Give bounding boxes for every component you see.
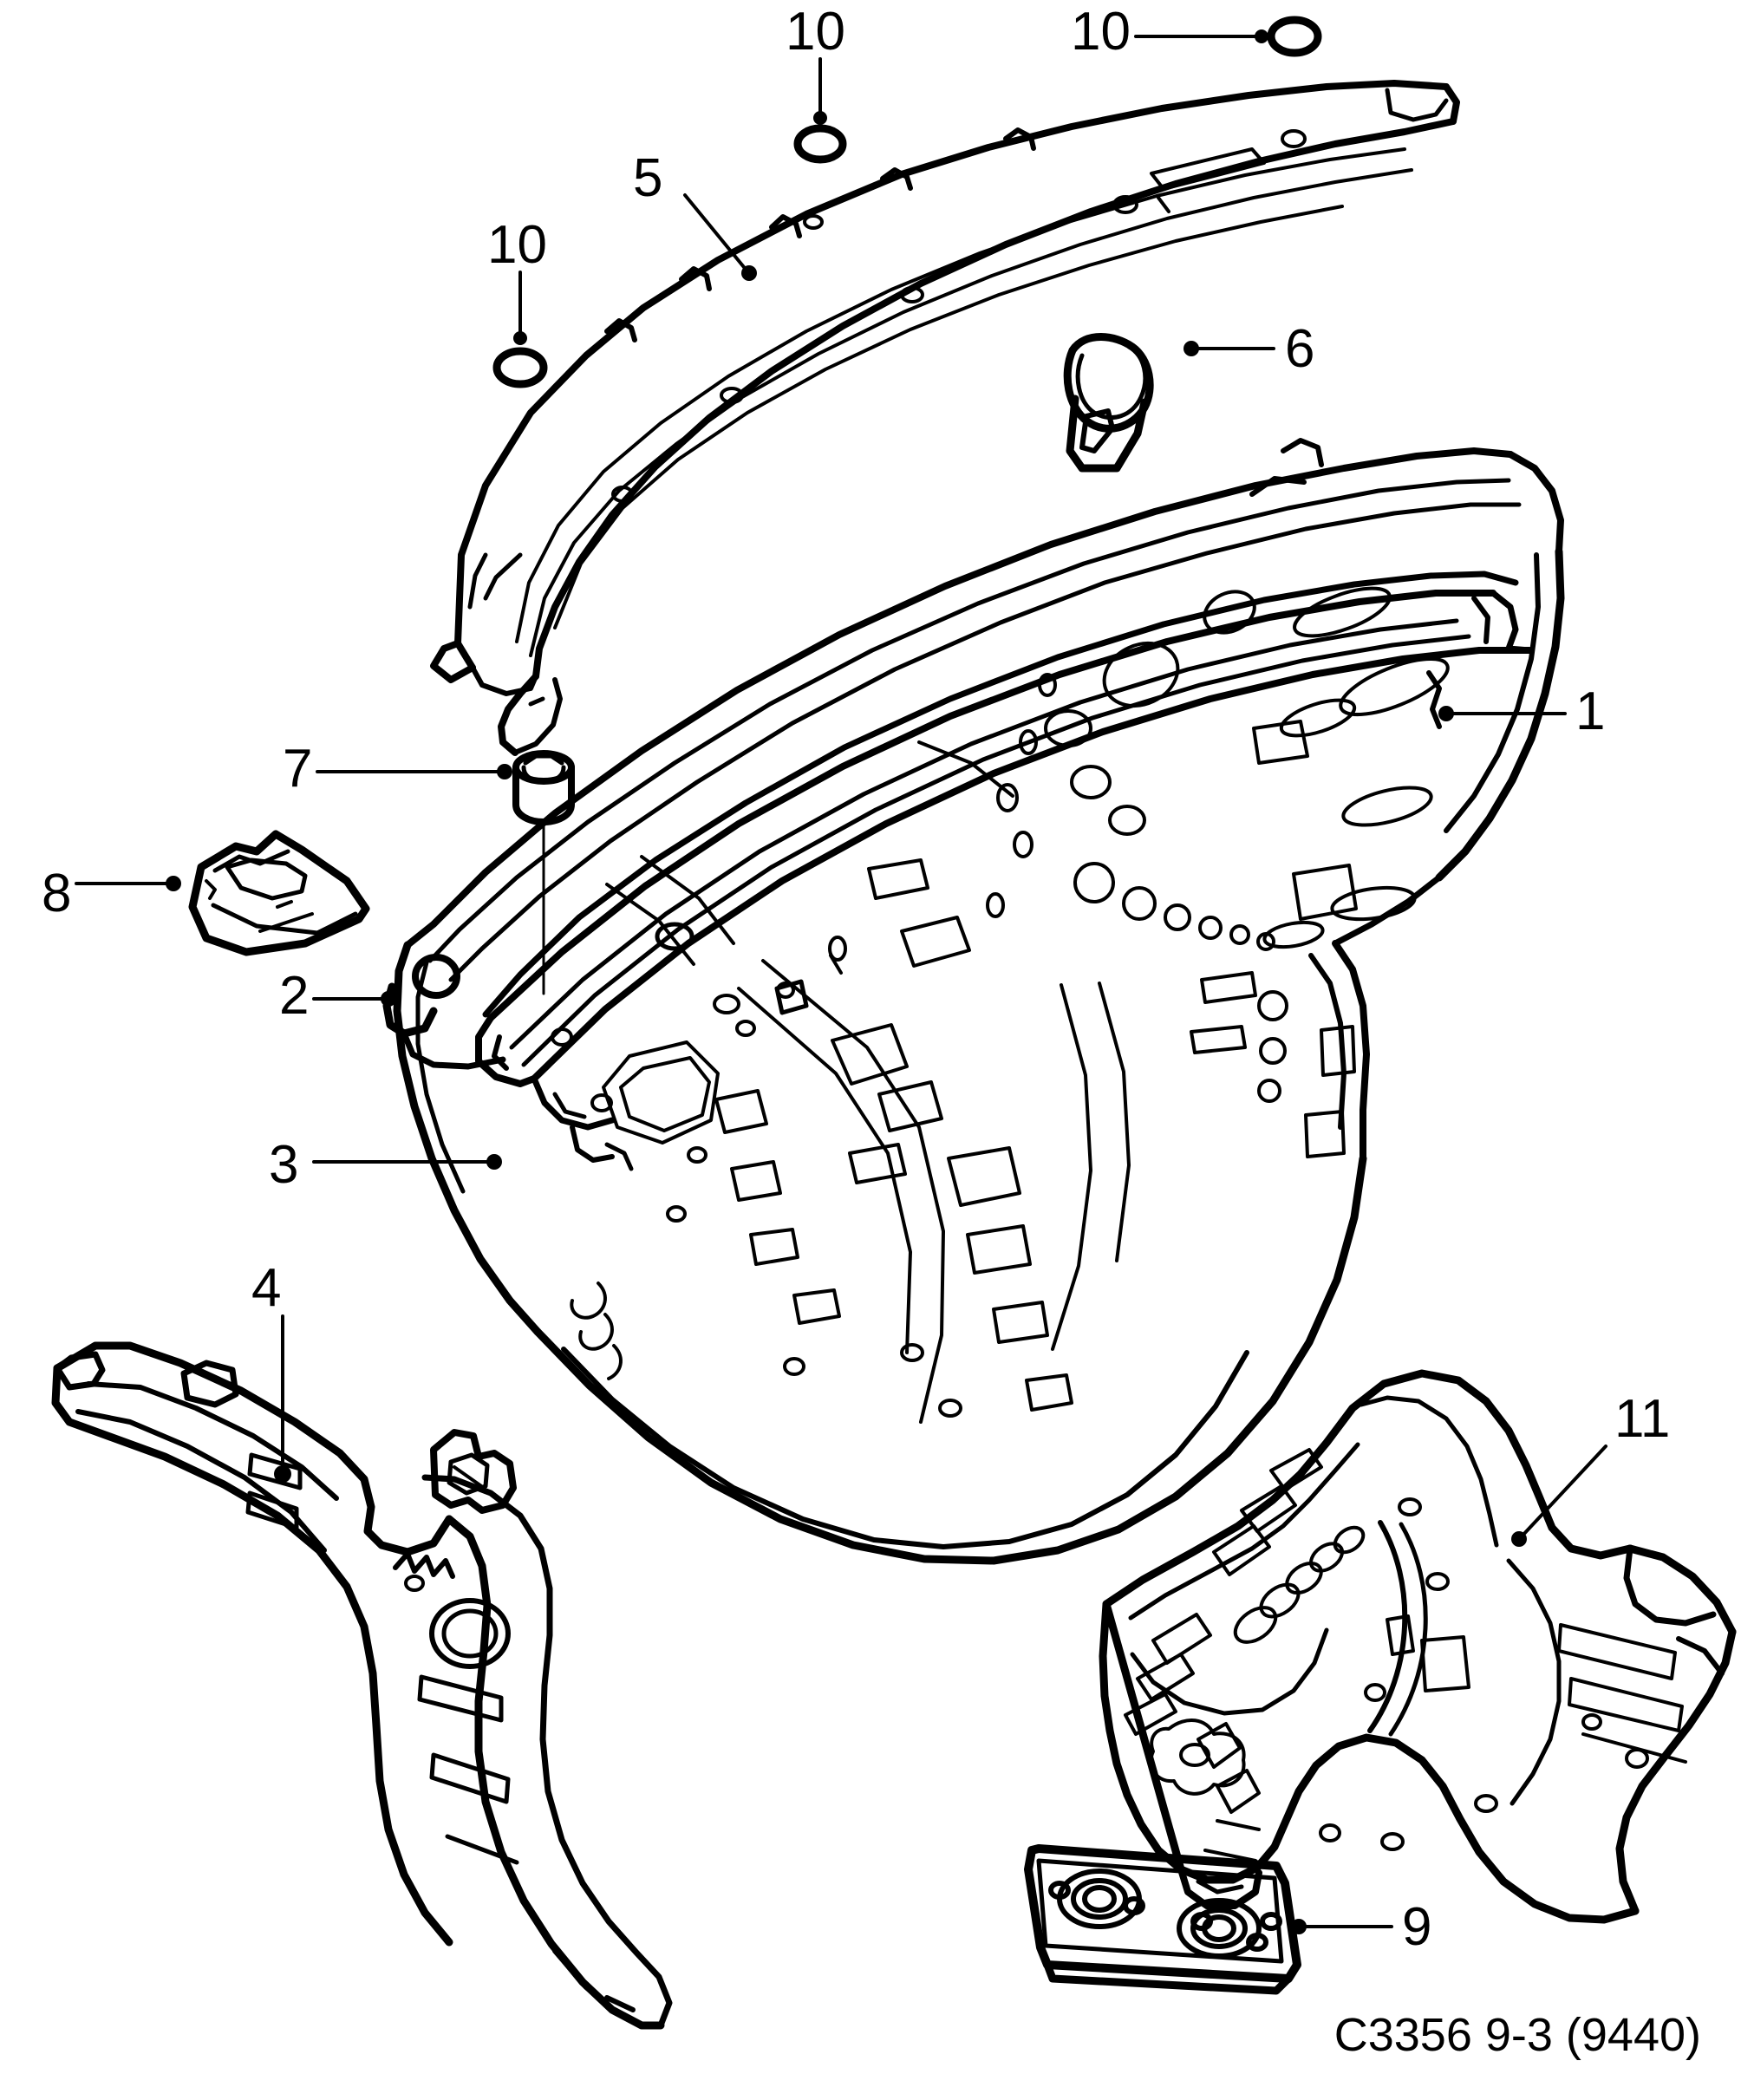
- part-1-dash-panel-assembly: [382, 438, 1565, 1565]
- callout-10-top: 10: [786, 2, 845, 62]
- callout-3: 3: [269, 1135, 299, 1195]
- callout-6: 6: [1285, 319, 1315, 379]
- part-8-cover-bracket: [188, 830, 370, 956]
- callout-8: 8: [42, 864, 72, 923]
- diagram-caption: C3356 9-3 (9440): [1333, 2009, 1701, 2061]
- part-4-sill-reinforcement: [51, 1341, 673, 2030]
- part-5-cowl-upper-panel: [430, 80, 1460, 756]
- callout-4: 4: [251, 1258, 282, 1318]
- callout-9: 9: [1402, 1897, 1432, 1957]
- callout-1: 1: [1575, 682, 1606, 741]
- callout-11: 11: [1614, 1389, 1671, 1449]
- part-9-mounting-plate: [1024, 1844, 1301, 1995]
- callout-5: 5: [633, 148, 663, 208]
- part-10-grommets: [492, 16, 1322, 388]
- part-6-oval-plug: [1063, 333, 1154, 473]
- callout-10-right: 10: [1071, 2, 1131, 62]
- callout-2: 2: [279, 966, 310, 1026]
- leader-lines: [75, 29, 1607, 1934]
- callout-7: 7: [283, 739, 313, 799]
- callout-10-left: 10: [487, 215, 547, 275]
